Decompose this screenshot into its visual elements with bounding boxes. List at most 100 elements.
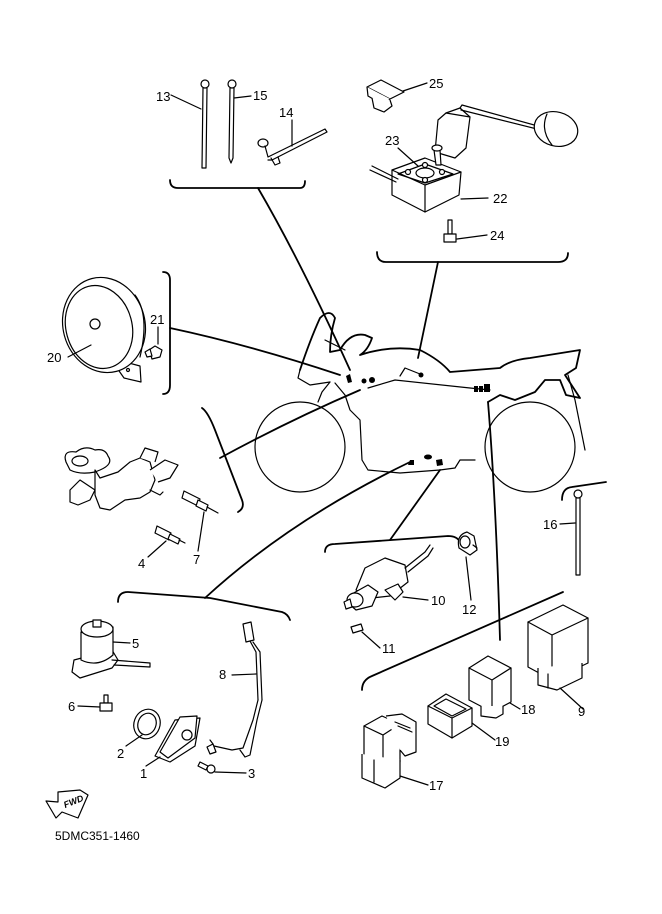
group-bracket-relays [361, 591, 564, 691]
motorcycle-outline [254, 312, 586, 493]
leader-dot-marker [209, 739, 214, 745]
label-6: 6 [68, 699, 75, 714]
leader-9 [559, 687, 584, 710]
leader-22 [460, 197, 489, 200]
leader-25 [402, 82, 428, 92]
group-horn: 20 21 [47, 268, 171, 395]
leader-10 [402, 596, 429, 601]
part-16-cable-tie[interactable] [573, 489, 583, 576]
connector-relays [487, 401, 501, 641]
group-bracket-tie16 [561, 481, 607, 501]
leader-24 [456, 234, 488, 240]
label-17: 17 [429, 778, 443, 793]
leader-3 [214, 771, 247, 774]
part-5-solenoid[interactable] [71, 619, 151, 679]
part-24-bolt[interactable] [443, 219, 457, 243]
part-21-bolt[interactable] [144, 345, 163, 360]
part-10-switch[interactable] [343, 544, 434, 611]
part-15-cable-tie[interactable] [227, 79, 237, 164]
label-19: 19 [495, 734, 509, 749]
part-20-horn[interactable] [52, 268, 156, 383]
part-22-fuel-sender[interactable] [369, 104, 582, 213]
label-10: 10 [431, 593, 445, 608]
label-16: 16 [543, 517, 557, 532]
label-3: 3 [248, 766, 255, 781]
leader-12 [465, 556, 472, 601]
fwd-direction-indicator: FWD [45, 789, 89, 819]
label-18: 18 [521, 702, 535, 717]
part-7-thermo-switch[interactable] [181, 490, 219, 514]
label-11: 11 [382, 641, 396, 656]
group-fuel-sender: 25 [366, 76, 582, 263]
leader-4 [147, 540, 167, 558]
part-17-relay-assembly[interactable] [361, 713, 417, 789]
leader-6 [77, 705, 101, 708]
label-4: 4 [138, 556, 145, 571]
group-solenoid: 5 6 8 2 1 3 [68, 591, 291, 781]
label-20: 20 [47, 350, 61, 365]
part-25-cap[interactable] [366, 79, 405, 113]
part-14-band[interactable] [257, 128, 328, 166]
rear-wheel [484, 401, 576, 493]
leader-17 [399, 775, 429, 786]
label-13: 13 [156, 89, 170, 104]
leader-5 [112, 641, 131, 644]
label-25: 25 [429, 76, 443, 91]
label-9: 9 [578, 704, 585, 719]
leader-13 [170, 94, 202, 110]
part-8-lead-wire[interactable] [206, 621, 263, 758]
label-8: 8 [219, 667, 226, 682]
leader-8 [231, 673, 257, 676]
part-4-sender-unit[interactable] [154, 525, 186, 545]
label-12: 12 [462, 602, 476, 617]
thermostat-housing [64, 447, 179, 511]
group-bracket-horn [162, 271, 171, 395]
leader-18 [509, 702, 521, 710]
connector-lines [169, 187, 501, 641]
part-3-screw[interactable] [197, 761, 216, 774]
part-18-relay[interactable] [468, 655, 512, 719]
part-13-cable-tie[interactable] [200, 79, 210, 169]
connector-fuel [417, 261, 439, 359]
group-relays: 9 18 19 17 [361, 591, 589, 793]
group-switch: 10 11 12 [324, 531, 478, 656]
label-24: 24 [490, 228, 504, 243]
part-11-screw[interactable] [350, 623, 364, 634]
leader-11 [361, 631, 381, 649]
group-tie-16: 16 [543, 481, 607, 576]
leader-7 [197, 511, 205, 552]
leader-19 [471, 722, 496, 741]
front-wheel [254, 401, 346, 493]
label-22: 22 [493, 191, 507, 206]
leader-2 [125, 734, 143, 747]
label-7: 7 [193, 552, 200, 567]
label-21: 21 [150, 312, 164, 327]
connector-ties [257, 187, 351, 371]
connector-horn [169, 327, 341, 376]
group-bracket-thermo [201, 407, 244, 513]
leader-20 [67, 344, 92, 358]
part-12-clamp[interactable] [457, 531, 478, 556]
label-1: 1 [140, 766, 147, 781]
wire-harness [367, 379, 491, 391]
part-6-bolt[interactable] [99, 694, 113, 712]
connector-thermo [219, 389, 361, 459]
connector-switch [389, 469, 441, 541]
leader-23 [397, 147, 419, 167]
label-5: 5 [132, 636, 139, 651]
group-bracket-switch [324, 535, 461, 553]
group-cable-ties: 13 15 14 [156, 79, 328, 189]
connector-solenoid [204, 461, 411, 599]
leader-1 [145, 756, 161, 767]
label-23: 23 [385, 133, 399, 148]
group-bracket-solenoid [117, 591, 291, 621]
part-19-relay-cover[interactable] [427, 693, 473, 739]
part-1-switch-body[interactable] [154, 715, 201, 763]
group-bracket-fuel [376, 251, 569, 263]
part-9-relay[interactable] [527, 604, 589, 691]
group-bracket-ties [169, 179, 306, 189]
part-2-o-ring[interactable] [130, 705, 165, 742]
drawing-code: 5DMC351-1460 [55, 829, 140, 843]
leader-16 [559, 522, 576, 525]
